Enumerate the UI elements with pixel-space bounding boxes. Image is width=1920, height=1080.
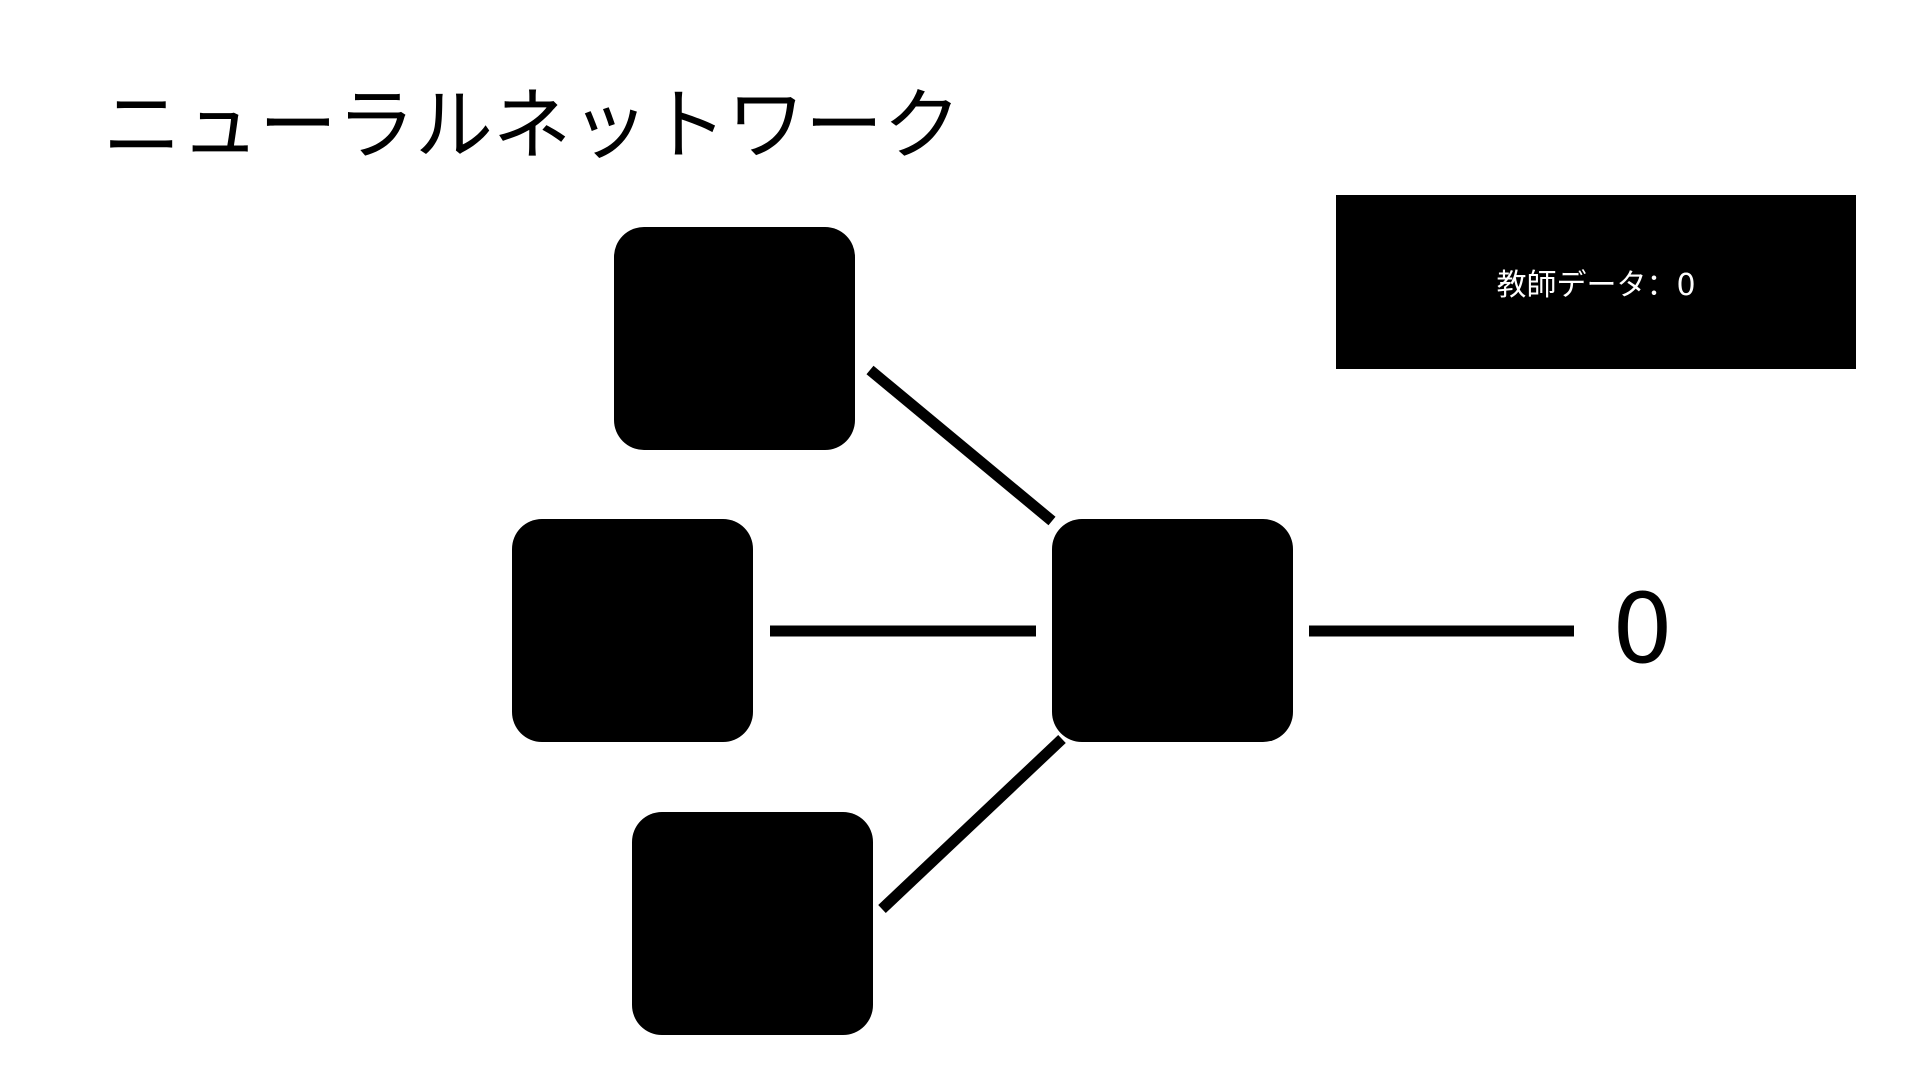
edge-input-bottom-to-output: [878, 735, 1066, 913]
node-input-top: [614, 227, 855, 450]
page-title: ニューラルネットワーク: [103, 81, 962, 171]
node-input-bottom: [632, 812, 873, 1035]
teacher-data-box-bg: [1336, 195, 1856, 369]
node-output: [1052, 519, 1293, 742]
output-value: 0: [1612, 573, 1674, 685]
teacher-data-label: 教師データ：0: [1496, 268, 1696, 303]
edge-input-top-to-output: [866, 365, 1056, 526]
node-input-middle: [512, 519, 753, 742]
